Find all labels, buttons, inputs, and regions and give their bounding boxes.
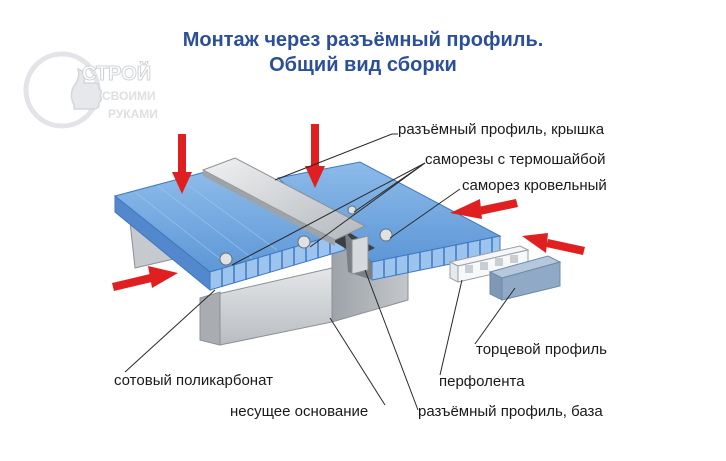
logo-word-rukami: РУКАМИ: [108, 107, 158, 121]
label-support-base: несущее основание: [230, 403, 369, 420]
arrow-down-right: [305, 124, 325, 188]
label-perforated-tape: перфолента: [439, 373, 525, 390]
logo-watermark: СТРОЙ СВОИМИ РУКАМИ: [23, 51, 158, 129]
arrow-left-upper: [450, 199, 518, 219]
logo-word-stroy: СТРОЙ: [82, 61, 151, 85]
diagram-title-line-1: Монтаж через разъёмный профиль.: [182, 29, 544, 51]
arrow-down-left: [172, 134, 192, 194]
label-base-profile: разъёмный профиль, база: [418, 403, 603, 420]
diagram-title-line-2: Общий вид сборки: [269, 54, 457, 76]
arrow-right-lower: [112, 266, 178, 291]
label-roof-screw: саморез кровельный: [462, 177, 607, 194]
perforated-tape: [448, 245, 530, 283]
label-polycarbonate: сотовый поликарбонат: [114, 372, 273, 389]
leader-lines: [124, 133, 516, 411]
split-profile-cap: [201, 157, 367, 246]
logo-word-svoimi: СВОИМИ: [102, 89, 156, 103]
red-arrows: [112, 124, 585, 291]
label-thermo-screws: саморезы с термошайбой: [425, 151, 606, 168]
end-profile: [488, 255, 562, 301]
label-cap-profile: разъёмный профиль, крышка: [398, 121, 605, 138]
thermo-washer-screws: [219, 205, 393, 266]
arrow-left-lower: [522, 233, 585, 255]
label-end-profile: торцевой профиль: [476, 341, 607, 358]
